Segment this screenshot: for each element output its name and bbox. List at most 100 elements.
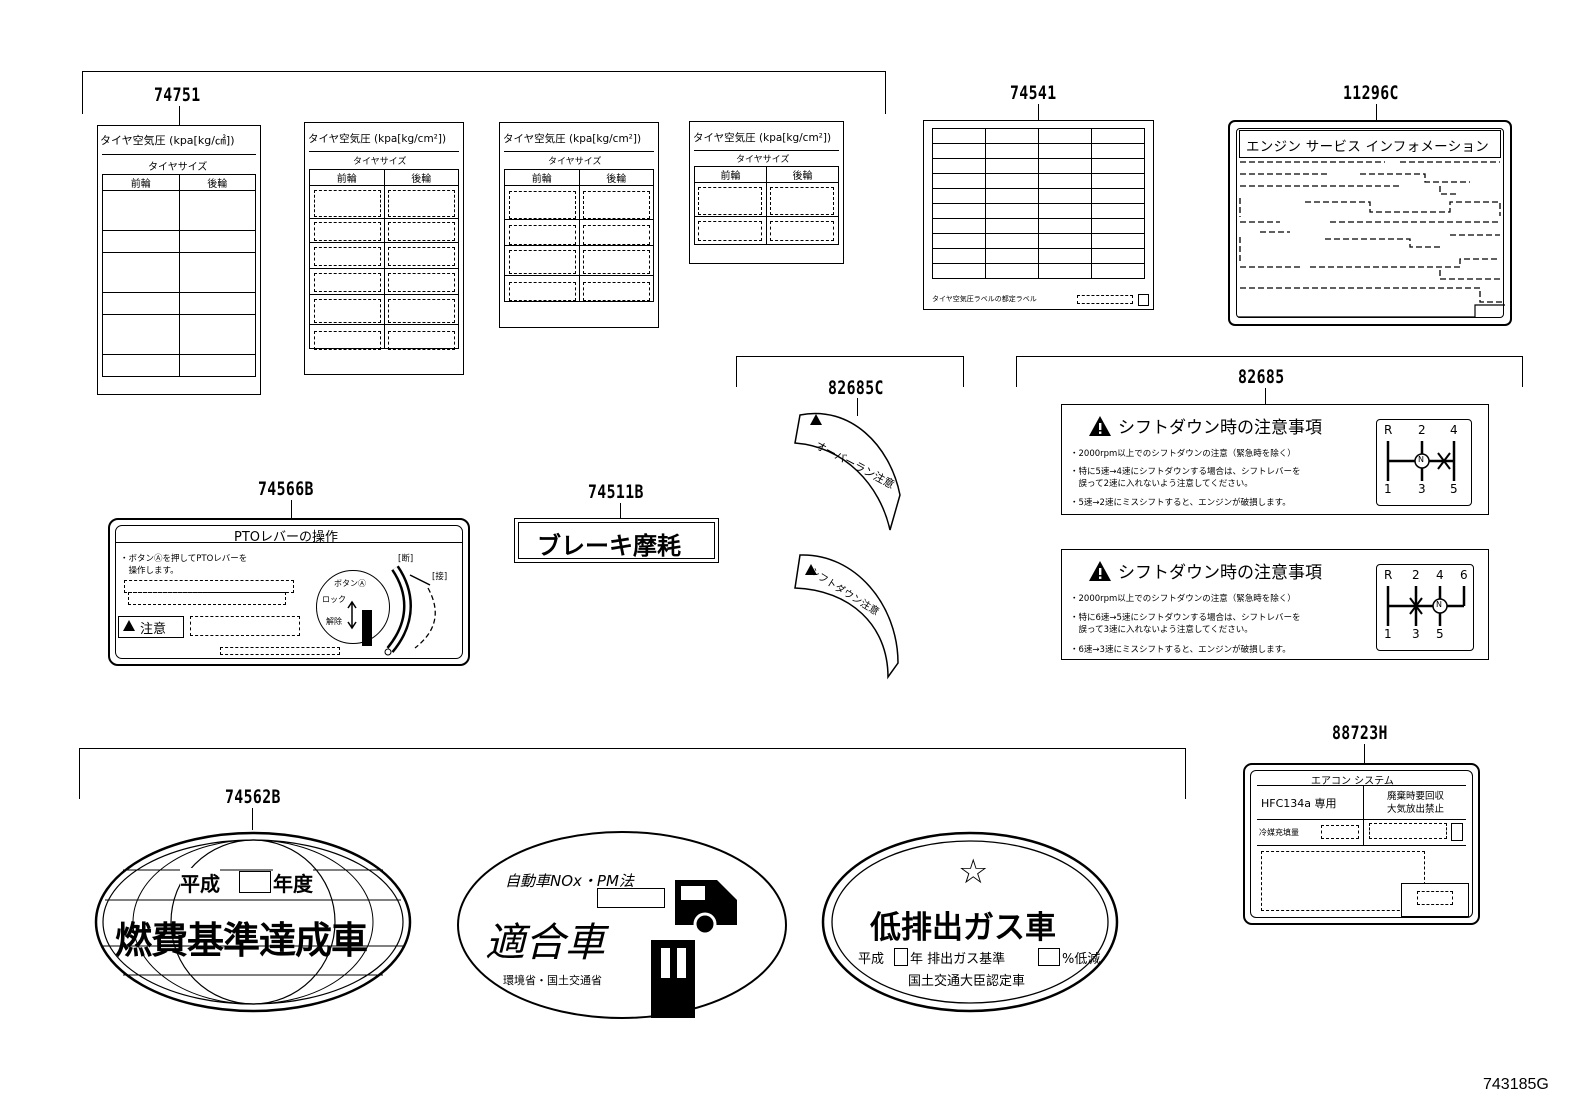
part-number-74562B: 74562B [225, 786, 281, 808]
bracket-74751 [82, 71, 886, 114]
low-emission-badge: ☆ 低排出ガス車 平成 年 排出ガス基準 %低減 国土交通大臣認定車 [820, 830, 1120, 1015]
leader-82685C [857, 398, 858, 416]
aircon-system-label: エアコン システム HFC134a 専用 廃棄時要回収 大気放出禁止 冷媒充填量 [1243, 763, 1480, 925]
leader-11296C [1376, 104, 1377, 122]
tire-table: 前輪後輪 [504, 169, 654, 302]
leader-74541 [1038, 104, 1039, 122]
brake-wear-text: ブレーキ摩耗 [537, 532, 681, 560]
rear-header: 後輪 [578, 169, 654, 186]
tire-label-title: タイヤ空気圧 (kpa[kg/cm²]) [503, 133, 642, 145]
part-number-74751: 74751 [154, 84, 201, 106]
std-text: 年 排出ガス基準 [910, 952, 1006, 967]
warning-icon [123, 620, 135, 631]
text-line: ・特に6速→5速にシフトダウンする場合は、シフトレバーを [1070, 613, 1301, 623]
part-number-82685: 82685 [1238, 366, 1285, 388]
tekigou-text: 適合車 [485, 920, 605, 966]
nox-blank-box [597, 888, 665, 908]
recover-text-1: 廃棄時要回収 [1387, 791, 1445, 802]
text-line: ・ボタンⒶを押してPTOレバーを [120, 554, 248, 564]
recover-text-2: 大気放出禁止 [1387, 804, 1445, 815]
text-line: 誤って3速に入れないよう注意してください。 [1070, 625, 1253, 635]
shiftdown-title: シフトダウン時の注意事項 [1118, 563, 1322, 583]
gear-2: 2 [1412, 568, 1420, 582]
warning-icon [1089, 560, 1111, 581]
gear-3: 3 [1418, 482, 1426, 496]
tire-pressure-label-2: タイヤ空気圧 (kpa[kg/cm²]) タイヤサイズ 前輪後輪 [304, 122, 464, 375]
gear-n: N [1418, 455, 1424, 464]
bracket-74562B [79, 748, 1186, 799]
text-line: ・5速→2速にミスシフトすると、エンジンが破損します。 [1070, 498, 1291, 508]
std-year-box [894, 948, 908, 966]
lever-diagram [347, 565, 436, 656]
std-heisei: 平成 [858, 952, 885, 967]
rear-header: 後輪 [178, 174, 256, 191]
tire-label-title: タイヤ空気圧 (kpa[kg/㎠]) [100, 134, 235, 147]
tire-pressure-label-3: タイヤ空気圧 (kpa[kg/cm²]) タイヤサイズ 前輪後輪 [499, 122, 659, 328]
brake-wear-label: ブレーキ摩耗 [514, 518, 719, 563]
text-line: ・6速→3速にミスシフトすると、エンジンが破損します。 [1070, 645, 1291, 655]
text-line: 誤って2速に入れないよう注意してください。 [1070, 479, 1253, 489]
shift-pattern-icon [1386, 441, 1456, 481]
shiftdown-title: シフトダウン時の注意事項 [1118, 418, 1322, 438]
low-emission-text: 低排出ガス車 [870, 910, 1056, 946]
ministries-text: 環境省・国土交通省 [503, 974, 602, 987]
tire-pressure-label-4: タイヤ空気圧 (kpa[kg/cm²]) タイヤサイズ 前輪後輪 [689, 121, 844, 264]
button-label: ボタンⒶ [334, 579, 366, 588]
globe-oval [94, 831, 412, 1013]
label-caption: タイヤ空気圧ラベルの都定ラベル [932, 295, 1037, 303]
fuel-standard-text: 燃費基準達成車 [115, 919, 368, 962]
engage-label: [接] [432, 572, 448, 582]
caution-box [118, 616, 184, 638]
charge-text: 冷媒充填量 [1259, 828, 1299, 837]
tire-size-label: タイヤサイズ [736, 155, 790, 165]
leader-82685 [1265, 388, 1266, 404]
std-percent-box [1038, 948, 1060, 966]
heisei-text: 平成 [180, 868, 220, 897]
text-line: ・2000rpm以上でのシフトダウンの注意（緊急時を除く） [1070, 449, 1296, 459]
shiftdown-label-6speed: シフトダウン時の注意事項 ・2000rpm以上でのシフトダウンの注意（緊急時を除… [1061, 549, 1489, 660]
gear-5: 5 [1436, 627, 1444, 641]
pto-lever-label: PTOレバーの操作 ・ボタンⒶを押してPTOレバーを 操作します。 注意 ボタン… [108, 518, 470, 666]
shift-pattern-icon [1386, 586, 1466, 626]
gear-3: 3 [1412, 627, 1420, 641]
shift-gate-box [1376, 564, 1474, 651]
part-number-74541: 74541 [1010, 82, 1057, 104]
fuel-standard-badge: 平成 年度 燃費基準達成車 [93, 830, 413, 1015]
front-header: 前輪 [102, 174, 180, 191]
part-number-74511B: 74511B [588, 481, 644, 503]
part-number-11296C: 11296C [1343, 82, 1399, 104]
shiftdown-label-5speed: シフトダウン時の注意事項 ・2000rpm以上でのシフトダウンの注意（緊急時を除… [1061, 404, 1489, 515]
leader-74751 [179, 106, 180, 126]
gear-r: R [1384, 568, 1393, 582]
nox-oval [457, 831, 787, 1019]
leader-74511B [620, 503, 621, 519]
gear-4: 4 [1450, 423, 1458, 437]
nendo-text: 年度 [273, 868, 313, 897]
gear-5: 5 [1450, 482, 1458, 496]
gear-4: 4 [1436, 568, 1444, 582]
figure-id: 743185G [1483, 1076, 1549, 1093]
caution-text: 注意 [140, 622, 167, 637]
engine-service-title: エンジン サービス インフォメーション [1246, 139, 1490, 155]
text-line: ・2000rpm以上でのシフトダウンの注意（緊急時を除く） [1070, 594, 1296, 604]
gear-r: R [1384, 423, 1393, 437]
tire-size-label: タイヤサイズ [353, 157, 407, 167]
leader-88723H [1364, 744, 1365, 764]
engine-service-info-label: エンジン サービス インフォメーション [1228, 120, 1512, 326]
text-line: 操作します。 [120, 566, 179, 576]
tire-size-label: タイヤサイズ [148, 162, 208, 173]
tire-label-title: タイヤ空気圧 (kpa[kg/cm²]) [693, 132, 832, 144]
blank-grid [932, 128, 1145, 279]
bracket-82685C [736, 356, 964, 387]
release-label: 解除 [326, 617, 342, 626]
lock-label: ロック [322, 595, 346, 604]
shift-gate-box [1376, 419, 1472, 506]
star-icon: ☆ [958, 852, 989, 892]
std-percent-text: %低減 [1062, 952, 1101, 967]
text-line: ・特に5速→4速にシフトダウンする場合は、シフトレバーを [1070, 467, 1301, 477]
tire-table: 前輪後輪 [102, 174, 256, 377]
part-number-88723H: 88723H [1332, 722, 1388, 744]
lever-detail-circle [316, 570, 390, 644]
year-box [239, 871, 271, 893]
front-header: 前輪 [504, 169, 580, 186]
